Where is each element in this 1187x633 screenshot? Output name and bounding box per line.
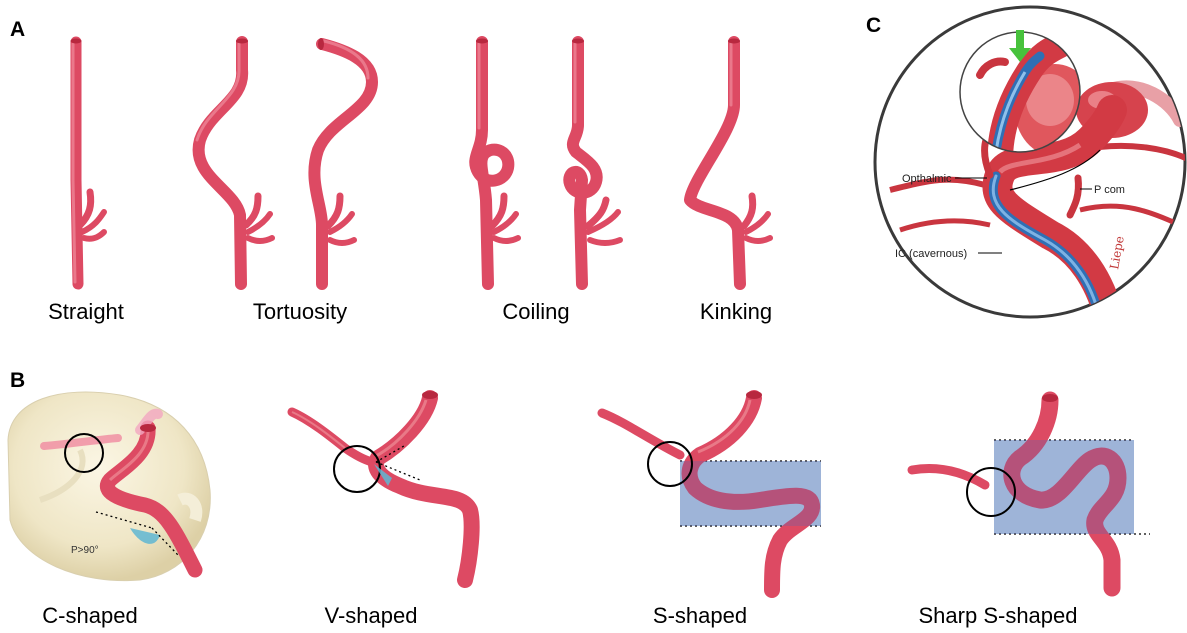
vessel-straight [71,39,105,285]
vessel-tortuosity-1 [197,39,272,285]
caption-c-shaped: C-shaped [42,603,137,628]
label-angle: P>90° [71,545,99,556]
panel-c: C Liepe [866,7,1187,320]
diagram-s-shaped [602,391,821,590]
caption-sharp-s-shaped: Sharp S-shaped [919,603,1078,628]
caption-coiling: Coiling [502,299,569,324]
panel-a: A [10,18,772,324]
label-opthalmic: Opthalmic [902,173,952,185]
vessel-coiling-1 [475,39,518,285]
caption-kinking: Kinking [700,299,772,324]
vessel-kinking [690,39,770,285]
diagram-v-shaped [292,391,472,580]
caption-s-shaped: S-shaped [653,603,747,628]
caption-v-shaped: V-shaped [325,603,418,628]
vessel-tortuosity-2 [314,38,372,284]
vessel-coiling-2 [569,39,620,285]
diagram-sharp-s-shaped [912,394,1150,588]
panel-a-letter: A [10,18,25,41]
caption-tortuosity: Tortuosity [253,299,347,324]
panel-b: B P>90° [8,369,1150,628]
panel-c-letter: C [866,14,881,37]
diagram-c-shaped: P>90° [8,392,210,581]
panel-b-letter: B [10,369,25,392]
caption-straight: Straight [48,299,124,324]
label-p-com: P com [1094,184,1125,196]
label-ic-cavernous: IC (cavernous) [895,248,967,260]
